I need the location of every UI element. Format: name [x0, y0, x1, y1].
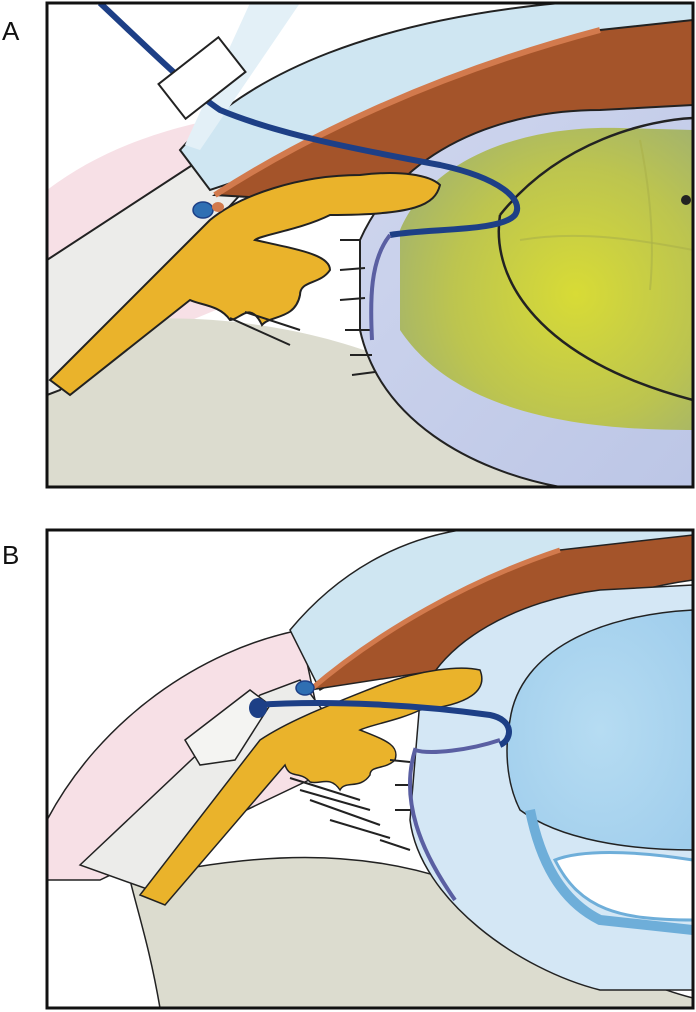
cornea-highlight [185, 3, 300, 150]
zonule-thread [407, 738, 501, 902]
scleral-flap [184, 689, 272, 766]
panel-a-frame [45, 1, 695, 489]
zonule-lines [229, 239, 376, 376]
panel-b-illustration [45, 528, 695, 1010]
zonule-thread [369, 233, 392, 341]
ciliary-body [138, 667, 483, 906]
lens [400, 127, 693, 431]
suture-thread [254, 700, 512, 748]
iris-edge [308, 547, 561, 692]
zonule-lines [289, 759, 414, 851]
panel-a-label: A [2, 16, 20, 46]
rectangle-plate-icon [157, 35, 247, 121]
panel-b [0, 520, 696, 1012]
iris-root [212, 202, 224, 212]
panel-a-illustration [45, 1, 695, 489]
lens-haptic [525, 809, 693, 935]
panel-b-frame [45, 528, 695, 1010]
suture-knot-icon [249, 698, 267, 718]
lens-edge-lower [497, 214, 693, 402]
panel-a [0, 0, 696, 500]
lens-edge [499, 116, 693, 216]
panel-b-label: B [2, 540, 20, 570]
plate-knot [295, 680, 315, 696]
iris-edge [213, 27, 601, 198]
suture-knot-icon [192, 201, 214, 219]
lens [506, 609, 693, 851]
